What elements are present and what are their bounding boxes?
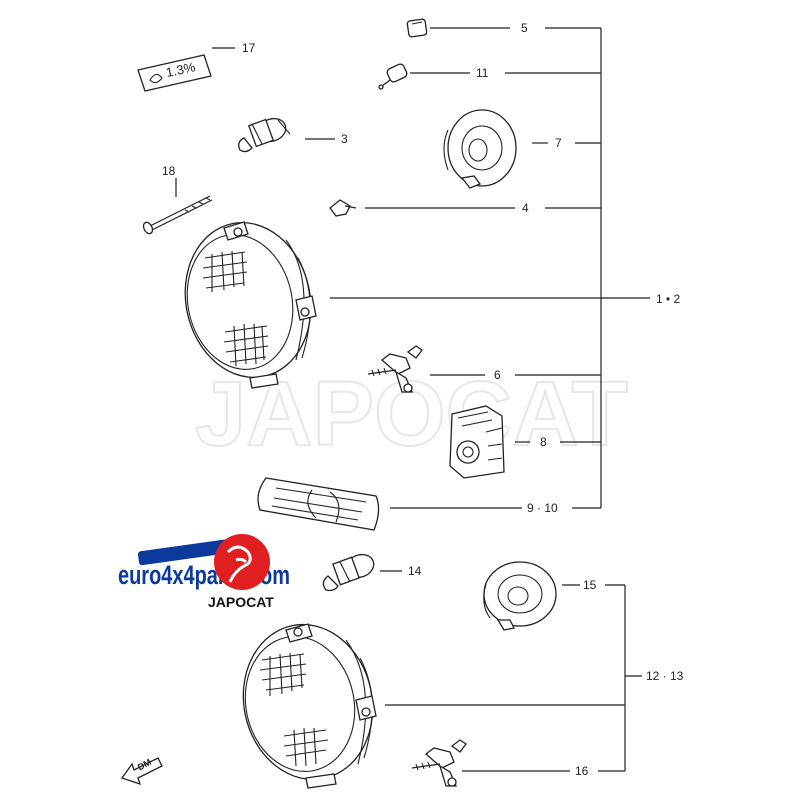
callout-3: 3 [341,132,348,146]
part-4-screw [329,199,357,217]
part-14-bulb [322,553,375,592]
part-17-label-plate: 1.3% [137,54,212,92]
callout-14: 14 [408,564,422,578]
callout-8: 8 [540,435,547,449]
part-16-adjuster [411,739,467,787]
callout-labels: 5 11 7 4 1 • 2 6 8 9 · 10 17 3 18 14 15 … [162,21,684,778]
part-7-socket-cup [443,109,517,189]
part-3-bulb [238,117,291,153]
part-12-13-headlamp [242,623,377,789]
direction-arrow: DM [120,757,163,786]
part-5-clip [406,18,428,38]
callout-15: 15 [583,578,597,592]
part-9-10-frame [257,477,380,531]
callout-5: 5 [521,21,528,35]
callout-6: 6 [494,368,501,382]
callout-16: 16 [575,764,589,778]
part-8-socket [449,405,505,479]
part-18-bolt [142,195,213,235]
callout-12-13: 12 · 13 [646,669,684,683]
part-1-2-headlamp [184,221,317,389]
lower-bracket-lines [385,584,642,772]
label-17-text: 1.3% [164,59,197,80]
part-11-bulb [378,63,408,90]
part-6-adjuster [367,345,423,393]
callout-11: 11 [476,66,489,80]
left-leaders [175,47,402,572]
callout-4: 4 [522,201,529,215]
callout-18: 18 [162,164,176,178]
callout-9-10: 9 · 10 [527,501,558,515]
site-logo: euro4x4parts.com JAPOCAT [116,534,292,610]
callout-7: 7 [555,136,562,150]
logo-badge [214,534,270,590]
callout-1-2: 1 • 2 [656,292,681,306]
upper-bracket-lines [330,27,650,509]
part-15-socket-cup [483,561,557,631]
callout-17: 17 [242,41,256,55]
logo-badge-text: JAPOCAT [208,594,274,610]
